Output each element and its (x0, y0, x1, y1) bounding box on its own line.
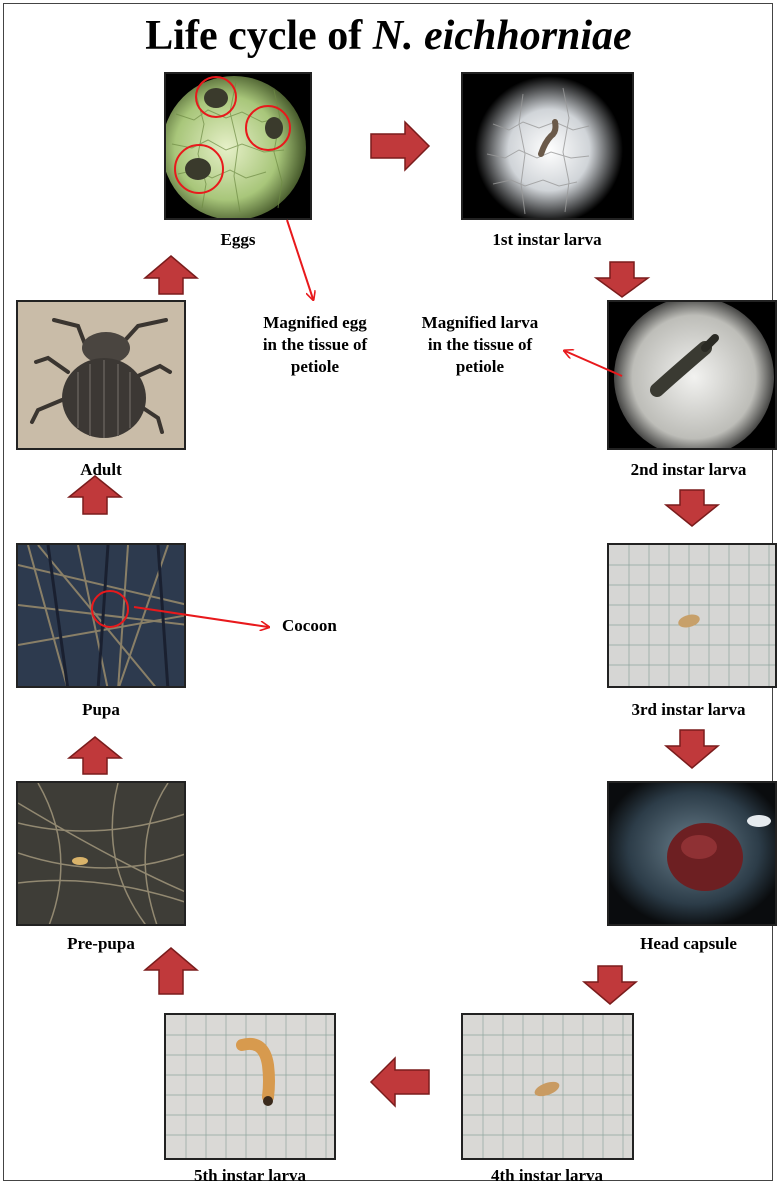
arrow-prepupa-to-pupa (69, 737, 121, 774)
label-larva3: 3rd instar larva (600, 700, 777, 720)
label-larva4: 4th instar larva (440, 1166, 654, 1186)
note-magnified-larva: Magnified larva in the tissue of petiole (400, 312, 560, 378)
pointer-cocoon (134, 607, 268, 627)
arrow-head-to-larva4 (584, 966, 636, 1004)
label-prepupa: Pre-pupa (16, 934, 186, 954)
label-head-capsule: Head capsule (600, 934, 777, 954)
label-eggs: Eggs (164, 230, 312, 250)
arrow-adult-to-eggs (145, 256, 197, 294)
label-larva1: 1st instar larva (440, 230, 654, 250)
arrow-eggs-to-larva1 (371, 122, 429, 170)
pointer-larva (565, 351, 622, 376)
note-larva-line2: in the tissue of (400, 334, 560, 356)
arrow-larva2-to-larva3 (666, 490, 718, 526)
label-adult: Adult (16, 460, 186, 480)
arrow-pupa-to-adult (69, 476, 121, 514)
label-cocoon: Cocoon (282, 616, 337, 636)
note-egg-line3: petiole (230, 356, 400, 378)
note-egg-line1: Magnified egg (230, 312, 400, 334)
note-egg-line2: in the tissue of (230, 334, 400, 356)
label-pupa: Pupa (16, 700, 186, 720)
arrow-larva5-to-prepupa (145, 948, 197, 994)
arrow-larva3-to-head (666, 730, 718, 768)
arrow-larva1-to-larva2 (596, 262, 648, 297)
label-larva5: 5th instar larva (140, 1166, 360, 1186)
arrow-larva4-to-larva5 (371, 1058, 429, 1106)
note-larva-line1: Magnified larva (400, 312, 560, 334)
label-larva2: 2nd instar larva (600, 460, 777, 480)
note-magnified-egg: Magnified egg in the tissue of petiole (230, 312, 400, 378)
note-larva-line3: petiole (400, 356, 560, 378)
